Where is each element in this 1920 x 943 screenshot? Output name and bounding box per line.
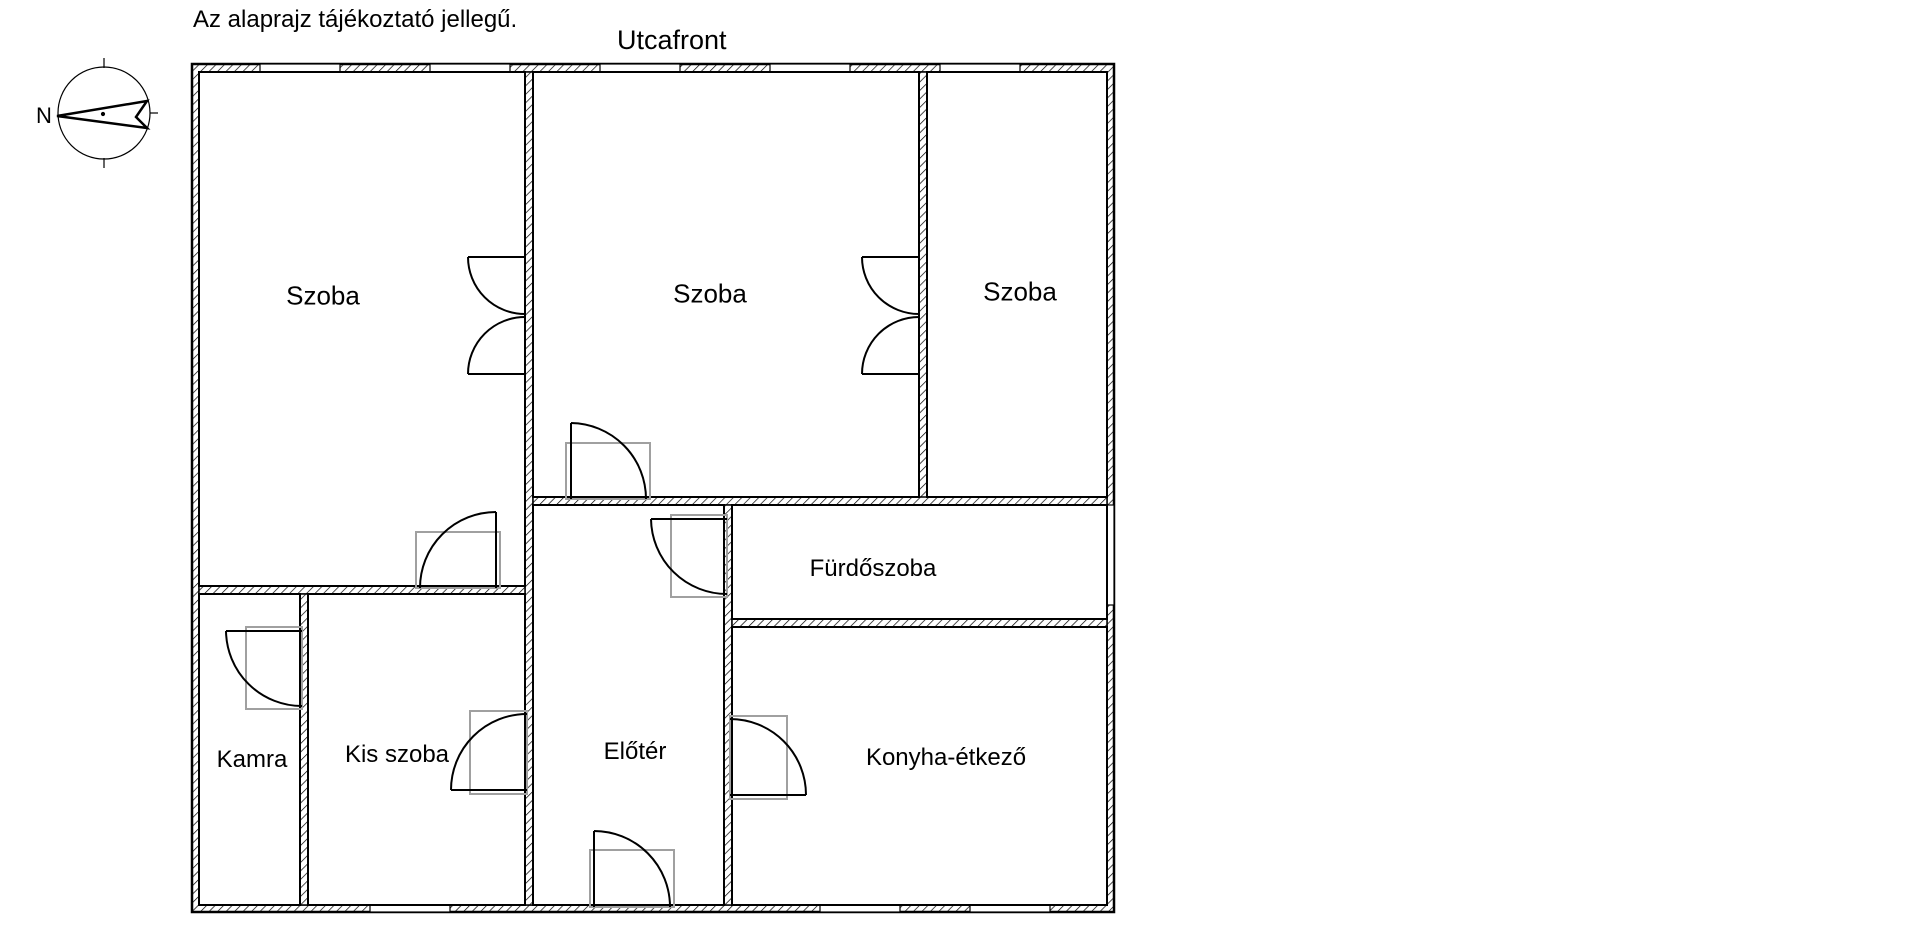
disclaimer-text: Az alaprajz tájékoztató jellegű.	[193, 6, 518, 33]
room-label-szoba-3: Szoba	[983, 276, 1057, 307]
door-kamra	[225, 626, 303, 710]
room-label-furdoszoba: Fürdőszoba	[809, 555, 937, 582]
door-eloter-to-konyha	[729, 715, 807, 800]
room-label-szoba-1: Szoba	[286, 280, 360, 311]
street-front-label: Utcafront	[617, 25, 727, 55]
door-kis-szoba-to-eloter	[450, 710, 528, 795]
door-eloter-to-furdoszoba	[650, 514, 728, 598]
room-label-konyha-etkezo: Konyha-étkező	[865, 744, 1027, 771]
door-room2-to-eloter	[565, 422, 651, 500]
outer-walls	[190, 62, 1116, 914]
north-arrow-icon	[56, 58, 158, 168]
double-door-room2-room3	[861, 256, 920, 375]
double-door-room1-room2	[467, 256, 526, 375]
room-label-kamra: Kamra	[216, 746, 288, 773]
room-label-kis-szoba: Kis szoba	[344, 741, 450, 768]
compass-north-label: N	[36, 103, 52, 128]
room-label-szoba-2: Szoba	[673, 278, 747, 309]
room-label-eloter: Előtér	[603, 738, 667, 765]
room-outlines	[198, 71, 1108, 906]
door-room1-to-kis-szoba	[415, 511, 501, 589]
entrance-door	[589, 830, 675, 908]
